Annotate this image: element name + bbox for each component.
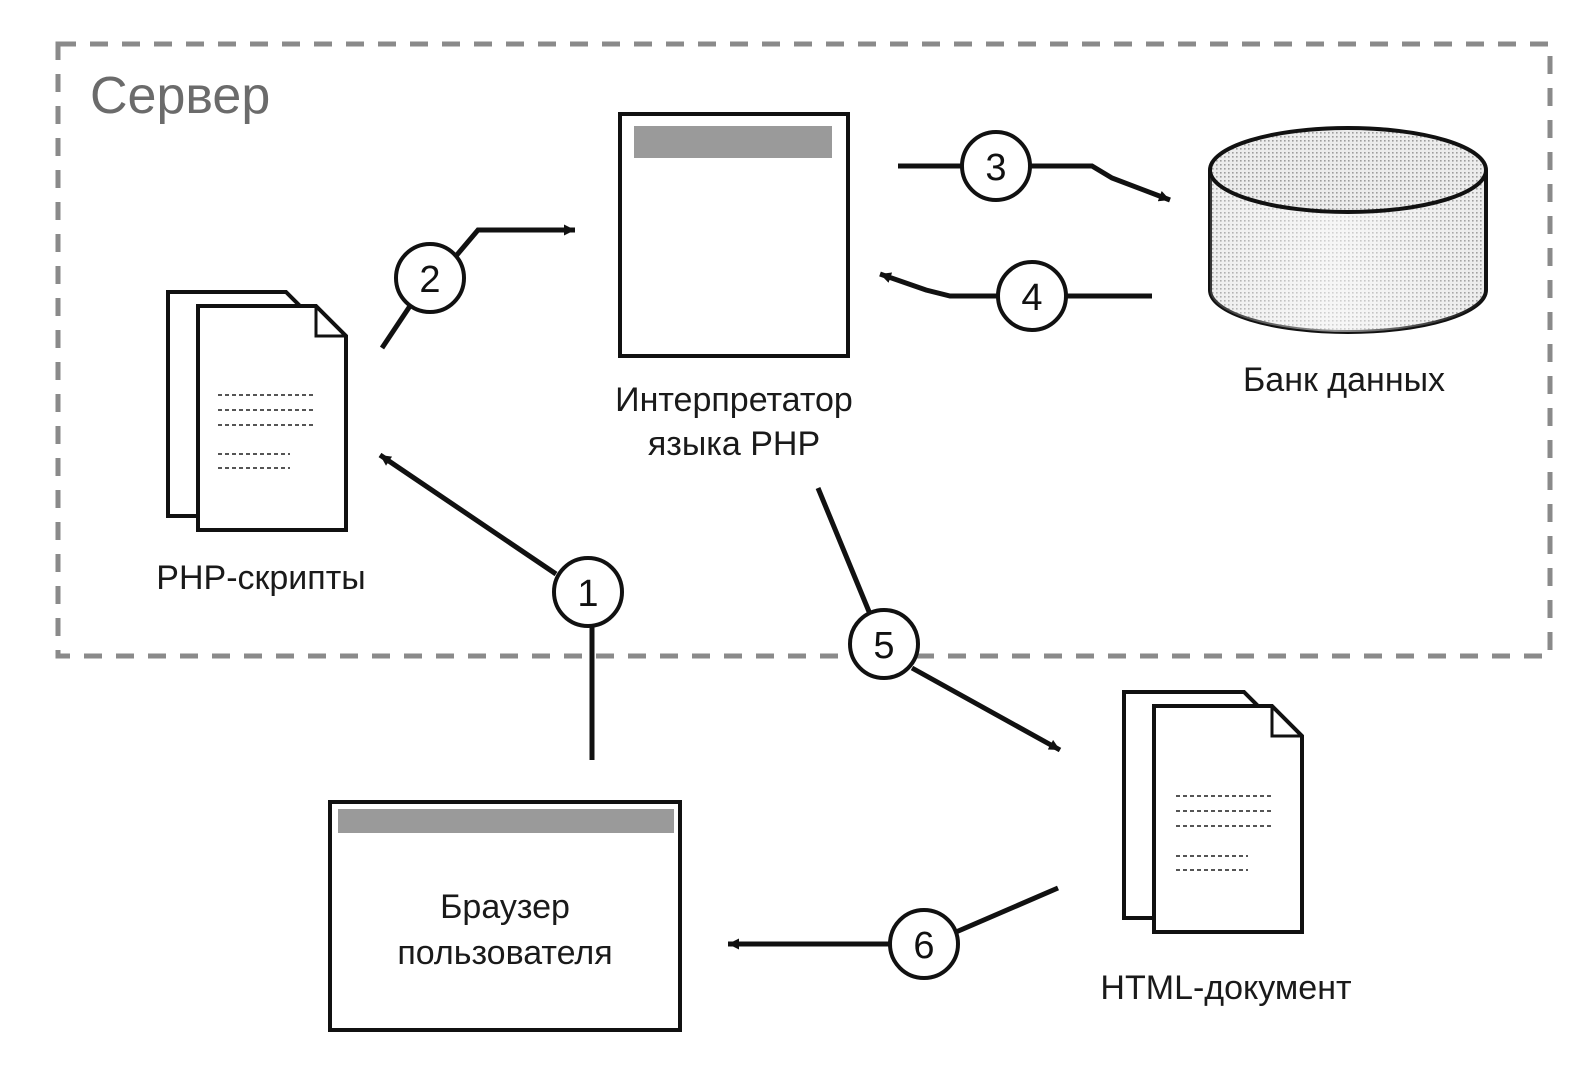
arrow-step-4: 4 (879, 260, 1152, 332)
step-4-number: 4 (1021, 277, 1042, 319)
server-boundary (55, 41, 1553, 659)
arrow-step-6: 6 (728, 885, 1059, 980)
arrow-step-5: 5 (815, 487, 1062, 753)
html-document-icon (1122, 690, 1304, 934)
arrow-step-3: 3 (898, 130, 1171, 203)
step-2-number: 2 (419, 259, 440, 301)
interpreter-window-icon (618, 112, 850, 358)
arrow-step-1: 1 (378, 452, 624, 760)
step-1-badge (552, 556, 624, 628)
browser-label-line1: Браузер (440, 888, 570, 926)
php-scripts-icon (166, 290, 348, 532)
interpreter-label-line1: Интерпретатор (615, 381, 853, 419)
step-1-number: 1 (577, 573, 598, 615)
browser-label-line2: пользователя (397, 934, 613, 972)
server-title: Сервер (90, 67, 271, 125)
browser-window-icon (328, 800, 682, 1032)
database-label: Банк данных (1242, 361, 1446, 399)
arrow-step-2: 2 (379, 224, 575, 350)
step-6-badge (888, 908, 960, 980)
step-5-badge (848, 608, 920, 680)
step-2-badge (394, 242, 466, 314)
database-icon (1208, 126, 1488, 334)
html-document-label: HTML-документ (1100, 969, 1352, 1007)
step-4-badge (996, 260, 1068, 332)
step-5-number: 5 (873, 625, 894, 667)
step-3-badge (960, 130, 1032, 202)
interpreter-label-line2: языка PHP (647, 425, 821, 463)
php-scripts-label: PHP-скрипты (156, 559, 366, 597)
step-6-number: 6 (913, 925, 934, 967)
step-3-number: 3 (985, 147, 1006, 189)
